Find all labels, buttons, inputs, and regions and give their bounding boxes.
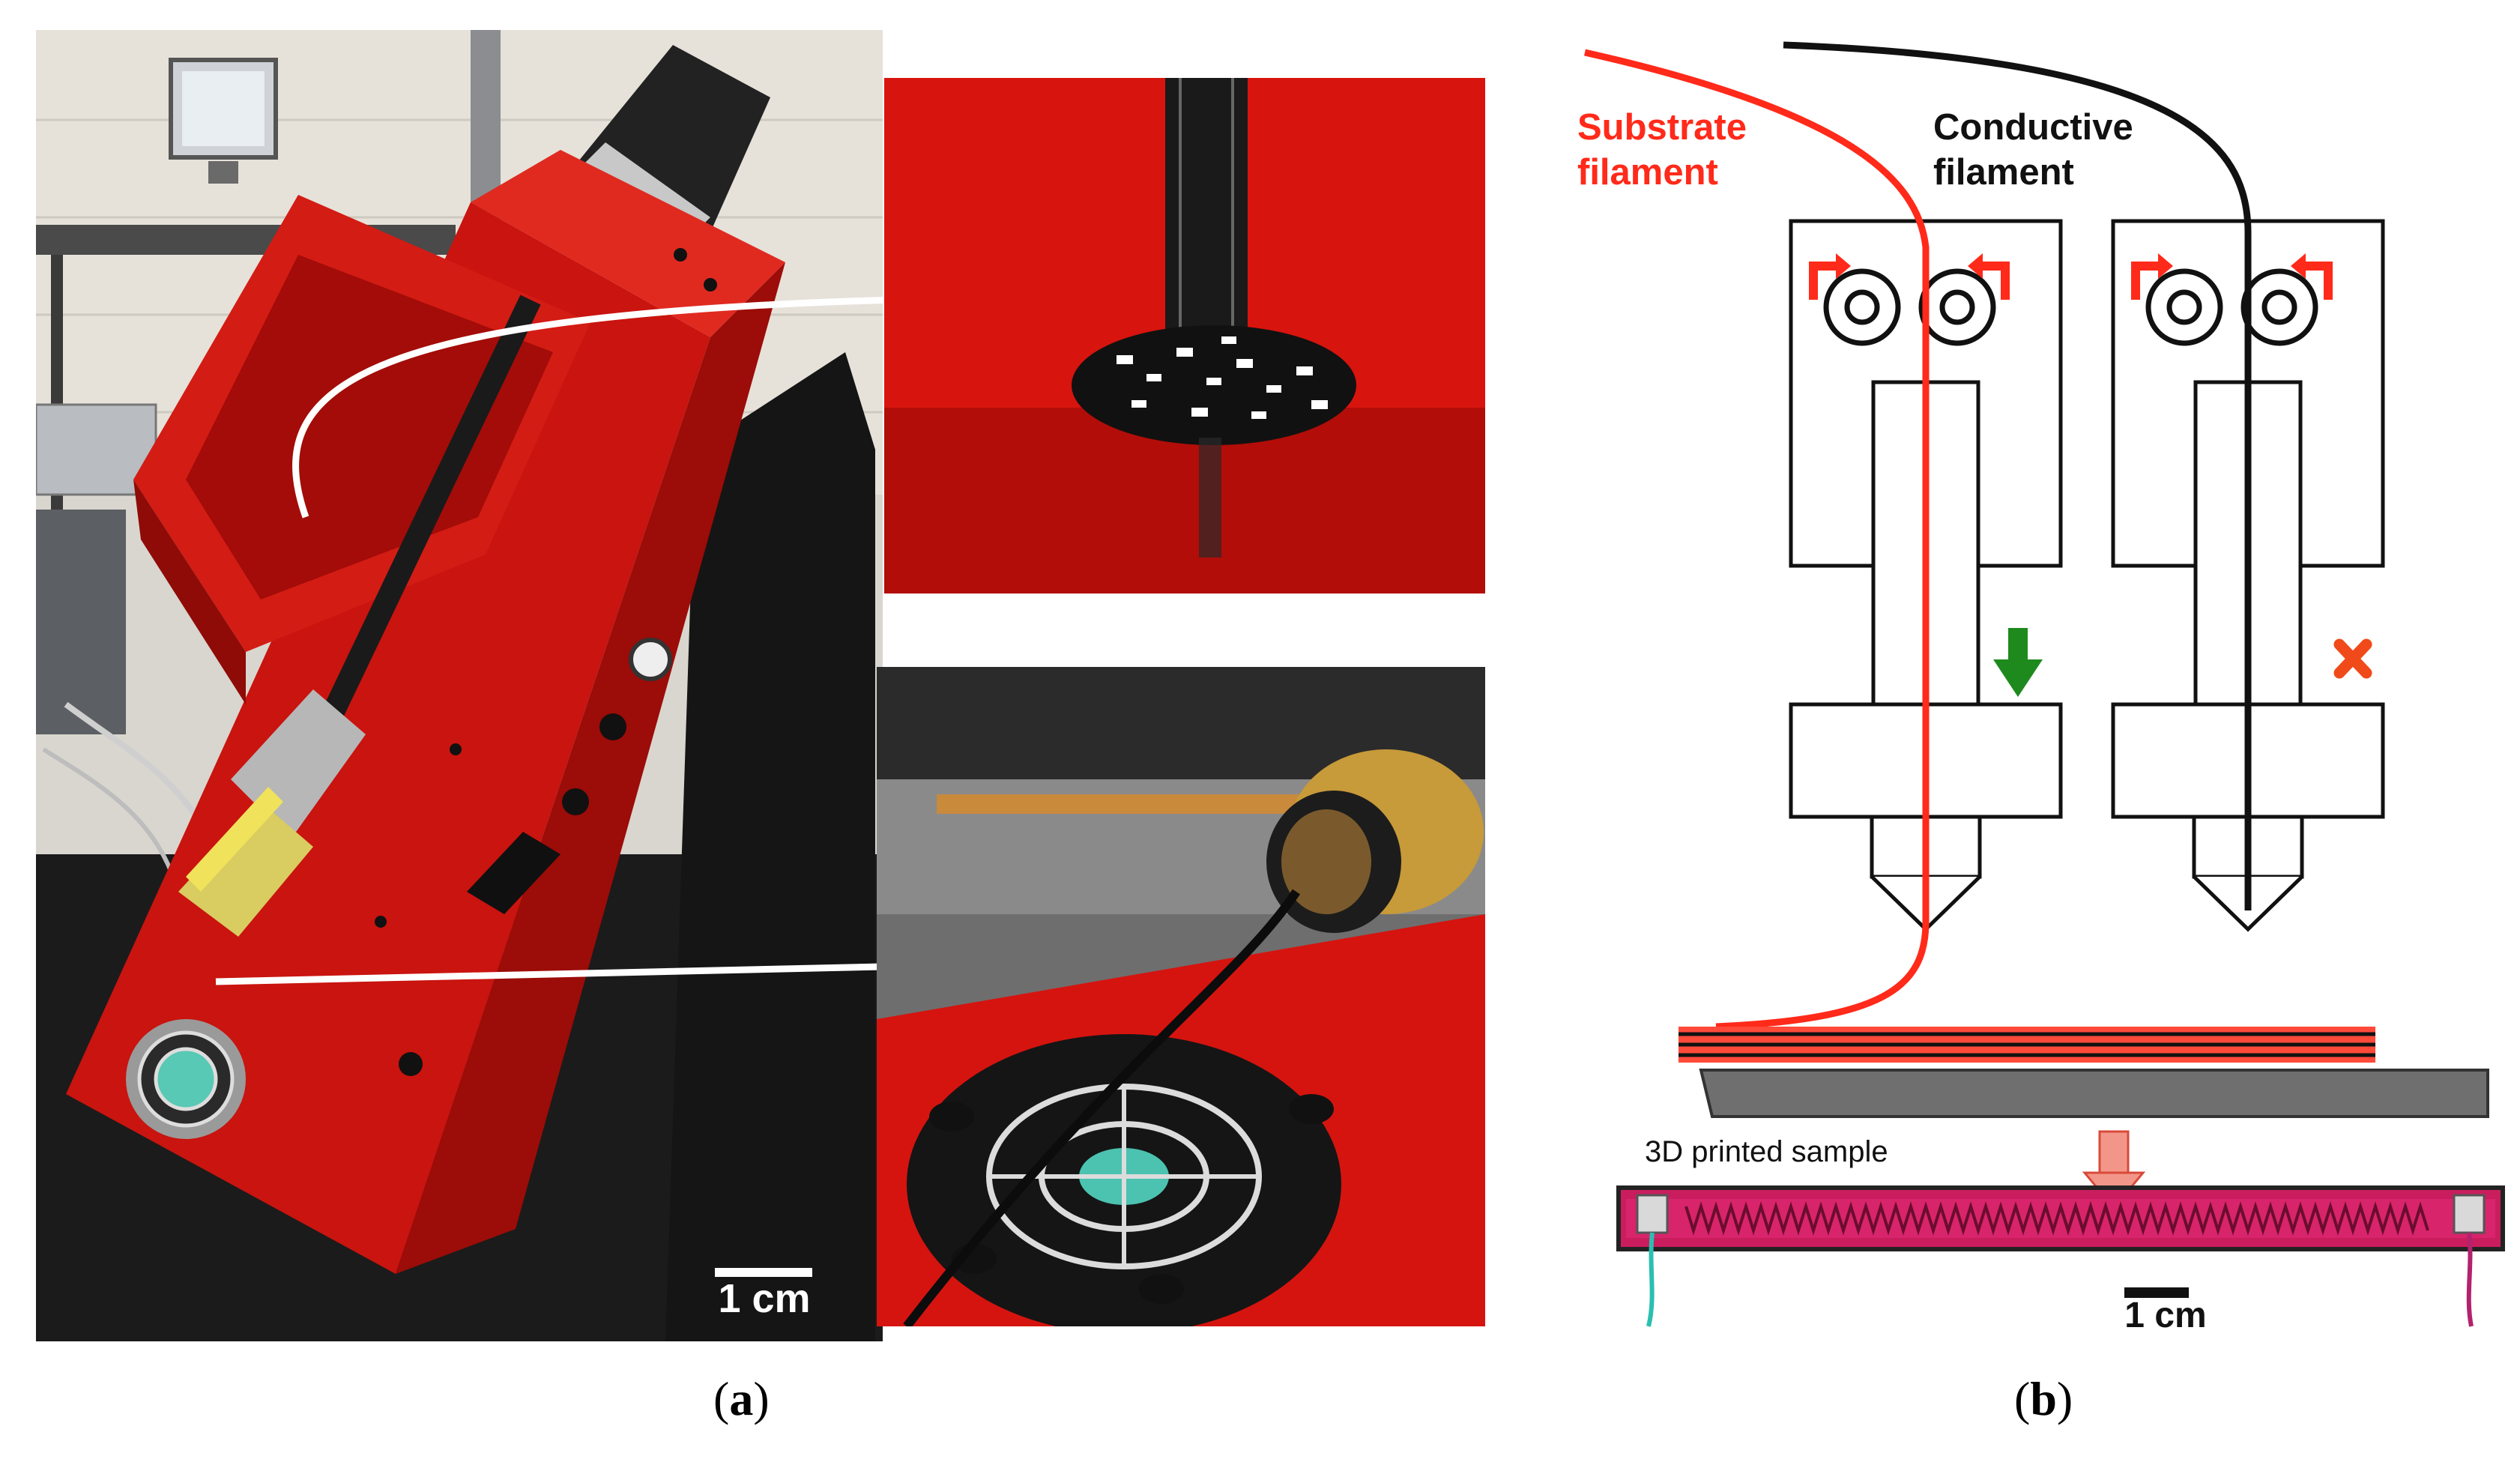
scale-bar-a: 1 cm (712, 1268, 817, 1321)
conductive-filament-label: Conductive filament (1933, 105, 2133, 195)
nozzle-fan-inset (877, 667, 1485, 1326)
printed-sample-image (1616, 1185, 2505, 1327)
printed-layers (1679, 1027, 2375, 1063)
substrate-filament-path (1584, 49, 1930, 1030)
substrate-label-line1: Substrate (1577, 107, 1747, 148)
substrate-filament-label: Substrate filament (1577, 105, 1747, 195)
scale-bar-label: 1 cm (718, 1276, 811, 1321)
extruder-main-photo (36, 30, 883, 1341)
inactive-cross-icon (2333, 638, 2372, 679)
caption-b: (b) (2014, 1372, 2073, 1425)
dual-extrusion-diagram (1566, 0, 2520, 1459)
scale-bar-b-line (2124, 1287, 2189, 1298)
conductive-label-line1: Conductive (1933, 107, 2133, 148)
caption-a-letter: a (729, 1372, 754, 1425)
scale-bar-line (715, 1268, 812, 1277)
drive-gears (1823, 268, 2318, 346)
conductive-label-line2: filament (1933, 152, 2074, 193)
print-bed (1699, 1069, 2489, 1118)
pellet-hopper-inset (884, 78, 1485, 593)
rotation-arrows (1809, 262, 2333, 300)
conductive-filament-path (1783, 41, 2252, 910)
substrate-label-line2: filament (1577, 152, 1718, 193)
caption-a: (a) (713, 1372, 770, 1425)
extruding-arrow-icon (1993, 628, 2043, 697)
caption-b-letter: b (2030, 1372, 2057, 1425)
scale-bar-b-label: 1 cm (2124, 1296, 2207, 1335)
printed-sample-label: 3D printed sample (1645, 1135, 1888, 1168)
